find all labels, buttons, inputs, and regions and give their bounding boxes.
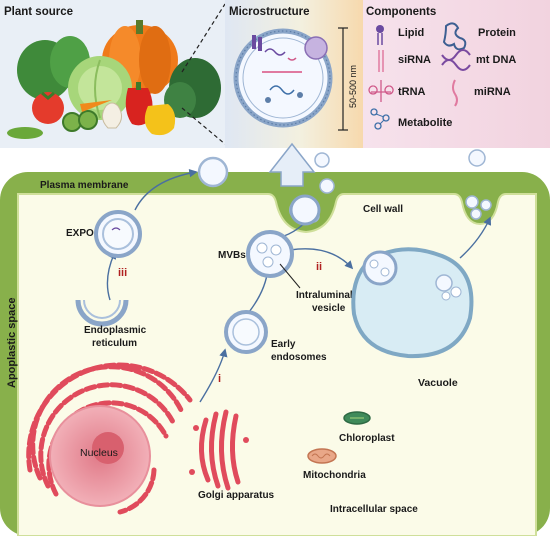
endoplasmic-reticulum-organelle	[75, 299, 129, 327]
early-endosomes-label-line2: endosomes	[271, 352, 327, 363]
mvb-organelle	[246, 230, 294, 278]
cell-wall-label: Cell wall	[363, 204, 403, 215]
early-endosomes-label-line1: Early	[271, 339, 296, 350]
protein-icon	[442, 22, 467, 51]
mitochondria-label: Mitochondria	[303, 470, 366, 481]
nucleus-organelle	[49, 405, 151, 507]
microstructure-label: Microstructure	[229, 6, 310, 18]
trna-icon	[368, 80, 394, 102]
microstructure-panel: Microstructure 50-500 nm	[225, 0, 363, 148]
lipid-label: Lipid	[398, 27, 424, 39]
path-iii-label: iii	[118, 267, 127, 279]
mitochondria-organelle	[307, 448, 337, 464]
mirna-label: miRNA	[474, 86, 511, 98]
sirna-label: siRNA	[398, 54, 431, 66]
release-arrow-icon	[268, 142, 316, 187]
er-network	[26, 362, 193, 515]
protein-label: Protein	[478, 27, 516, 39]
lipid-icon	[376, 25, 384, 45]
chloroplast-organelle	[343, 411, 371, 425]
vesicle-structure-icon	[233, 28, 333, 128]
components-panel: Components Lipid Protein siRNA mt DNA tR…	[363, 0, 550, 148]
mtdna-icon	[441, 49, 471, 71]
er-label-line1: Endoplasmic	[84, 325, 147, 336]
nucleus-label: Nucleus	[80, 447, 118, 459]
yellow-pepper-icon	[144, 104, 176, 136]
plasma-membrane-label: Plasma membrane	[40, 180, 129, 191]
expo-organelle	[94, 210, 142, 258]
path-i-label: i	[218, 373, 221, 385]
early-endosome-organelle	[224, 310, 268, 354]
trna-label: tRNA	[398, 86, 426, 98]
expo-label: EXPO	[66, 228, 94, 239]
ilv-label-line2: vesicle	[312, 303, 346, 314]
cabbage-icon	[68, 56, 132, 120]
mvb-fusing-organelle	[289, 194, 321, 226]
path-ii-label: ii	[316, 261, 322, 273]
sirna-icon	[378, 50, 384, 72]
ilv-pointer-line	[279, 263, 301, 289]
apoplastic-space-label: Apoplastic space	[6, 298, 18, 388]
plant-source-panel: Plant source	[0, 0, 225, 148]
garlic-icon	[102, 102, 122, 129]
size-label: 50-500 nm	[348, 65, 358, 108]
mtdna-label: mt DNA	[476, 54, 516, 66]
mvbs-label: MVBs	[218, 250, 246, 261]
carrot-icon	[80, 100, 112, 112]
size-scale-bracket: 50-500 nm	[338, 27, 358, 131]
metabolite-icon	[370, 108, 390, 130]
vacuole-organelle	[351, 247, 474, 359]
vacuole-label: Vacuole	[418, 377, 458, 389]
intracellular-space-label: Intracellular space	[330, 504, 418, 515]
metabolite-label: Metabolite	[398, 117, 452, 129]
cucumber-icon	[62, 110, 98, 132]
mirna-icon	[452, 79, 458, 107]
golgi-organelle	[189, 409, 249, 491]
plant-source-label: Plant source	[4, 6, 73, 18]
tomato-icon	[32, 91, 64, 124]
pea-pod-icon	[7, 127, 43, 139]
chloroplast-label: Chloroplast	[339, 433, 395, 444]
er-label-line2: reticulum	[92, 338, 137, 349]
components-label: Components	[366, 6, 436, 18]
zoom-lines	[181, 3, 226, 145]
ilv-label-line1: Intraluminal	[296, 290, 353, 301]
golgi-label: Golgi apparatus	[198, 490, 275, 501]
